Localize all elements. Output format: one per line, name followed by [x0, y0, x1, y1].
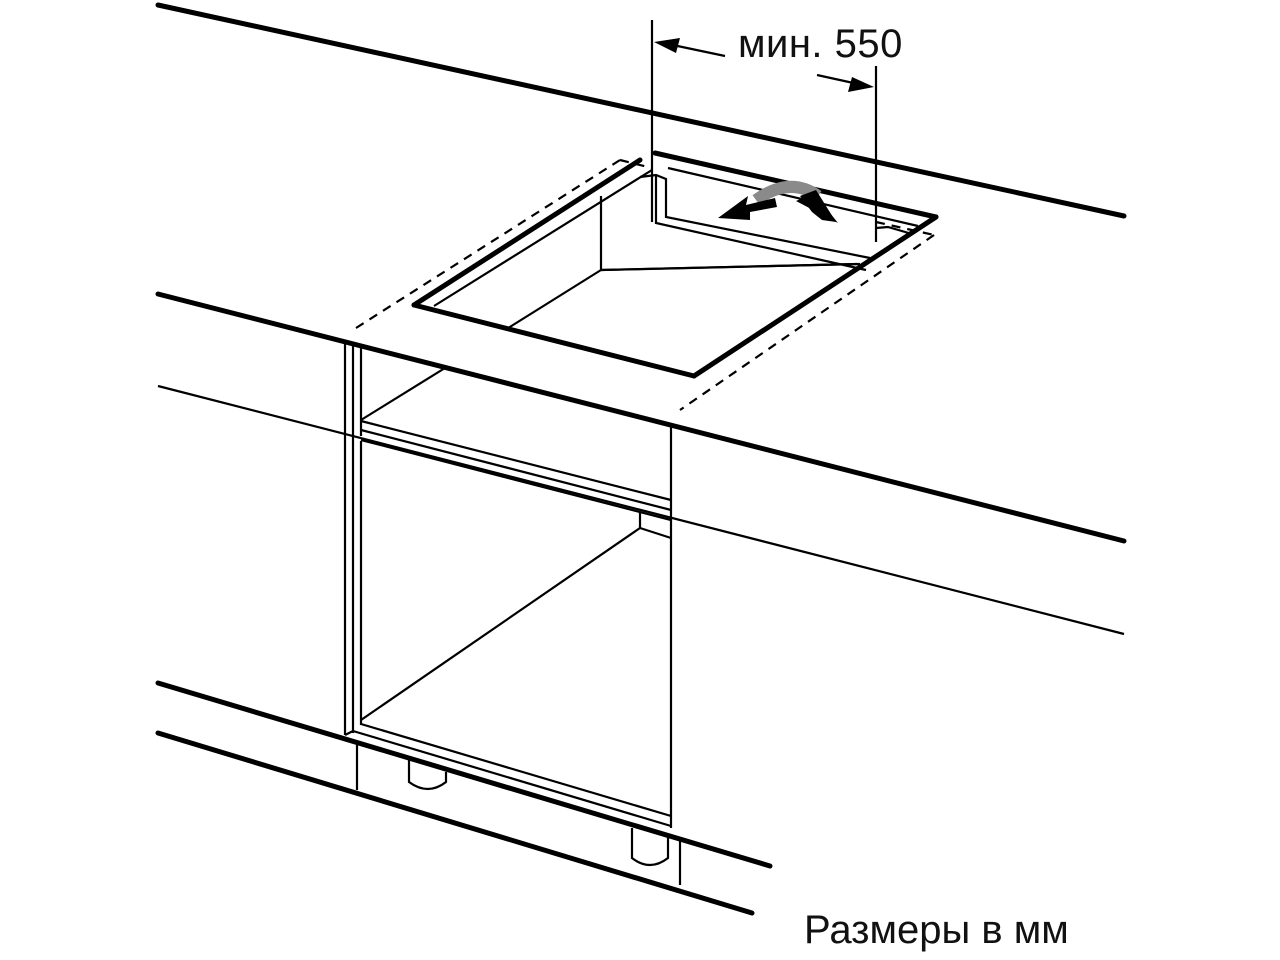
cutout-left-edge	[411, 157, 643, 308]
plinth-top-edge	[155, 680, 773, 869]
cavity-floor-left	[504, 269, 602, 331]
dimension-min-550	[650, 20, 878, 242]
dimension-arrowhead-right-icon	[848, 77, 874, 92]
foot-left	[407, 760, 448, 791]
vent-slot-right	[875, 225, 913, 236]
cabinet-bottom-outer	[352, 729, 672, 828]
cabinet-interior-top-diagonal	[360, 367, 446, 421]
rail-line-1	[360, 419, 672, 502]
rail-line-2	[360, 428, 672, 512]
rail-line-3	[360, 438, 672, 522]
plinth-bottom-edge	[155, 730, 755, 916]
cutout-inner-back	[667, 166, 919, 228]
cutout-right-edge	[691, 214, 939, 379]
plinth	[155, 680, 773, 916]
feet	[355, 745, 682, 885]
cabinet-bottom-inner	[360, 722, 672, 818]
airflow-arrow-icon	[718, 180, 838, 223]
cabinet	[343, 342, 673, 828]
cabinet-bottom-corner	[344, 730, 354, 736]
cutout-inner-left	[433, 169, 653, 307]
cabinet-interior-floor-diagonal	[360, 527, 641, 721]
dimension-label: мин. 550	[738, 22, 903, 66]
cutout	[411, 150, 939, 379]
hob-outline-left	[355, 159, 621, 329]
cutout-front-edge	[411, 302, 697, 379]
hob-outline-right	[679, 234, 935, 411]
back-corner-horizontal	[639, 526, 672, 540]
vent-slot-left	[639, 173, 871, 260]
hob-outline-back-right	[875, 220, 935, 237]
vent-slot-front	[654, 175, 867, 272]
worktop	[155, 2, 1127, 636]
worktop-front-edge	[155, 291, 1127, 544]
worktop-back-edge	[155, 2, 1127, 219]
worktop-bottom-edge	[157, 384, 1125, 636]
foot-right	[630, 828, 670, 867]
units-note: Размеры в мм	[804, 908, 1069, 952]
dimension-arrowhead-left-icon	[654, 38, 680, 53]
cavity-floor-edge	[600, 262, 861, 272]
